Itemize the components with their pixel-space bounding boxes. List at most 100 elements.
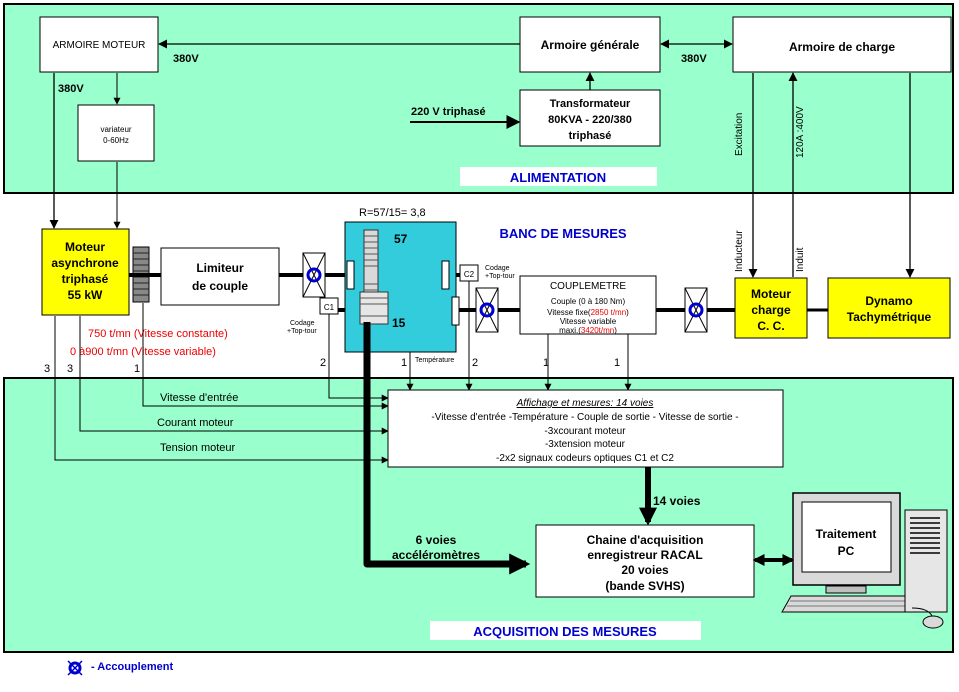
alimentation-title-box [460, 167, 657, 186]
couplemetre-title: COUPLEMETRE [550, 281, 626, 292]
charge-line-1: Moteur [751, 287, 791, 301]
moteur-line-4: 55 kW [68, 288, 103, 302]
transfo-line-3: triphasé [569, 130, 612, 142]
armoire-moteur-box [39, 16, 159, 73]
armoire-moteur-label: ARMOIRE MOTEUR [53, 40, 146, 51]
excitation-label: Excitation [734, 113, 745, 156]
affichage-box [387, 389, 784, 468]
affichage-line-2: -3xcourant moteur [544, 426, 626, 437]
accouplement-legend-icon [67, 660, 83, 676]
transfo-line-2: 80KVA - 220/380 [548, 114, 632, 126]
affichage-line-4: -2x2 signaux codeurs optiques C1 et C2 [496, 453, 674, 464]
codage-c1-line-2: +Top-tour [287, 328, 317, 335]
codage-c2-line-1: Codage [485, 265, 510, 272]
count-3-b: 3 [67, 363, 73, 375]
alimentation-title: ALIMENTATION [510, 170, 606, 185]
sensor-c2-label: C2 [464, 270, 475, 279]
chaine-line-2: enregistreur RACAL [587, 548, 702, 562]
affichage-title: Affichage et mesures: 14 voies [516, 398, 654, 409]
voies-6-line-1: 6 voies [416, 533, 457, 547]
limiteur-box [160, 247, 280, 306]
dynamo-line-1: Dynamo [865, 294, 912, 308]
dynamo-line-2: Tachymétrique [847, 310, 932, 324]
count-2-a: 2 [320, 357, 326, 369]
couplemetre-line-1: Couple (0 à 180 Nm) [551, 297, 626, 306]
pc-icon [781, 492, 948, 629]
codage-c2-line-2: +Top-tour [485, 273, 515, 280]
volt-380-b: 380V [58, 83, 84, 95]
wire-tension-moteur [54, 316, 389, 464]
volt-380-c: 380V [681, 53, 707, 65]
temperature-label: Température [415, 357, 454, 364]
speed-fixed-label: 750 t/mn (Vitesse constante) [88, 328, 228, 340]
count-1-b: 1 [401, 357, 407, 369]
tension-moteur-label: Tension moteur [160, 442, 236, 454]
charge-line-3: C. C. [757, 319, 784, 333]
armoire-generale-label: Armoire générale [541, 38, 640, 52]
inducteur-label: Inducteur [734, 230, 745, 272]
pc-line-2: PC [838, 544, 855, 558]
chaine-line-3: 20 voies [621, 563, 669, 577]
variateur-line-2: 0-60Hz [103, 136, 129, 145]
count-1-a: 1 [134, 363, 140, 375]
volt-380-a: 380V [173, 53, 199, 65]
accouplement-1 [302, 252, 326, 298]
gear-15 [359, 291, 389, 325]
codage-c1-line-1: Codage [290, 320, 315, 327]
bearing-left-top [346, 260, 355, 290]
count-2-b: 2 [472, 357, 478, 369]
couplemetre-line-4: maxi.(3420t/mn) [559, 326, 617, 335]
transformateur-box [519, 89, 661, 147]
limiteur-line-2: de couple [192, 279, 248, 293]
volt-120-label: 120A :400V [795, 106, 806, 158]
banc-title: BANC DE MESURES [499, 226, 626, 241]
vitesse-entree-label: Vitesse d'entrée [160, 392, 238, 404]
armoire-charge-box [732, 16, 952, 73]
moteur-charge-box [734, 277, 808, 339]
bearing-right-top [441, 260, 450, 290]
sensor-c1-label: C1 [324, 303, 335, 312]
variateur-box [77, 104, 155, 162]
accouplement-3 [684, 287, 708, 333]
transfo-line-1: Transformateur [550, 98, 631, 110]
couplemetre-line-3: Vitesse variable [560, 317, 617, 326]
armoire-charge-label: Armoire de charge [789, 40, 895, 54]
gear-15-label: 15 [392, 316, 406, 330]
voies-14-label: 14 voies [653, 494, 701, 508]
voies-6-arrow [363, 322, 531, 575]
dynamo-box [827, 277, 951, 339]
wire-vitesse-entree [142, 303, 389, 410]
charge-line-2: charge [751, 303, 791, 317]
count-3-a: 3 [44, 363, 50, 375]
ratio-label: R=57/15= 3,8 [359, 207, 426, 219]
armoire-generale-box [519, 16, 661, 73]
chaine-acquisition-box [535, 524, 755, 598]
moteur-line-3: triphasé [62, 272, 109, 286]
acquisition-title-box [430, 621, 701, 640]
variateur-line-1: variateur [100, 125, 131, 134]
chaine-line-4: (bande SVHS) [605, 579, 684, 593]
voies-6-line-2: accéléromètres [392, 548, 480, 562]
couplemetre-box [519, 275, 657, 335]
moteur-asynchrone-box [41, 228, 130, 316]
wire-courant-moteur [79, 316, 389, 435]
gear-57-teeth [364, 235, 378, 291]
acquisition-title: ACQUISITION DES MESURES [473, 624, 657, 639]
pc-line-1: Traitement [816, 527, 877, 541]
chaine-line-1: Chaine d'acquisition [587, 533, 704, 547]
count-1-c: 1 [543, 357, 549, 369]
count-1-d: 1 [614, 357, 620, 369]
bearing-right-bottom [451, 296, 460, 326]
accouplement-2 [475, 287, 499, 333]
courant-moteur-label: Courant moteur [157, 417, 234, 429]
couplemetre-line-2: Vitesse fixe(2850 t/mn) [547, 308, 629, 317]
accouplement-legend-label: - Accouplement [91, 661, 173, 673]
moteur-line-1: Moteur [65, 240, 105, 254]
triphase-in-label: 220 V triphasé [411, 106, 486, 118]
moteur-line-2: asynchrone [51, 256, 119, 270]
affichage-line-3: -3xtension moteur [545, 439, 626, 450]
gear-15-teeth [360, 297, 388, 317]
limiteur-line-1: Limiteur [196, 261, 244, 275]
induit-label: Induit [795, 247, 806, 272]
